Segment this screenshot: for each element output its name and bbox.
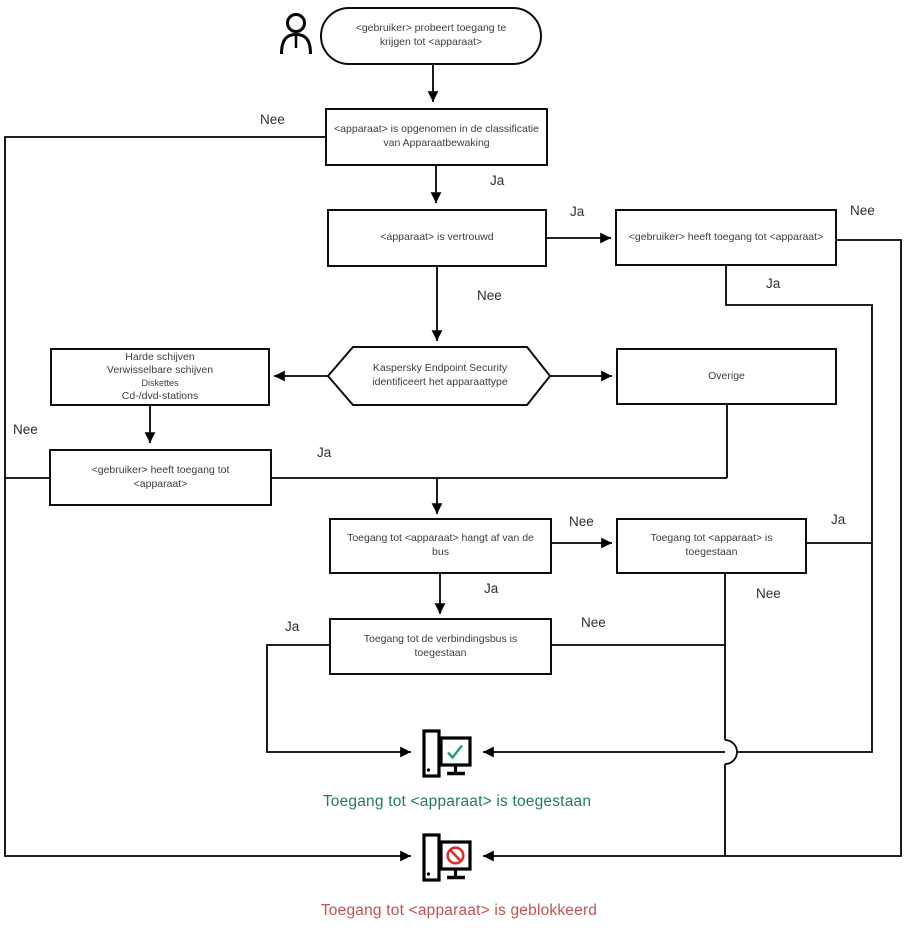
start-node-text: <gebruiker> probeert toegang te krijgen …: [355, 22, 507, 48]
node-device-types: Harde schijven Verwisselbare schijven Di…: [50, 348, 270, 406]
label-ja-user-access-top: Ja: [766, 276, 781, 291]
node-classification: <apparaat> is opgenomen in de classifica…: [325, 108, 548, 166]
node-trusted-text: <apparaat> is vertrouwd: [380, 231, 494, 244]
device-type-item: Diskettes: [141, 377, 179, 388]
prohibition-icon: [446, 846, 465, 865]
check-icon: [447, 744, 464, 760]
label-nee-user-access-left: Nee: [13, 422, 38, 437]
line-jump-arc: [724, 739, 738, 765]
node-identify: Kaspersky Endpoint Security identificeer…: [340, 349, 540, 403]
node-trusted: <apparaat> is vertrouwd: [327, 209, 547, 267]
label-ja-bus-allowed: Ja: [285, 619, 300, 634]
label-nee-bus-allowed: Nee: [581, 615, 606, 630]
node-bus-allowed: Toegang tot de verbindingsbus is toegest…: [329, 618, 552, 675]
device-type-item: Cd-/dvd-stations: [121, 389, 199, 402]
identify-hexagon-shape: [326, 346, 552, 406]
outcome-blocked-text: Toegang tot <apparaat> is geblokkeerd: [320, 902, 598, 919]
label-nee-classification: Nee: [260, 112, 285, 127]
connector-useraccess-nee-to-blocked: [483, 239, 902, 862]
node-user-access-top-text: <gebruiker> heeft toegang tot <apparaat>: [628, 230, 824, 243]
label-ja-trusted: Ja: [570, 204, 585, 219]
device-type-item: Verwisselbare schijven: [106, 364, 214, 377]
label-nee-user-access-top: Nee: [850, 203, 875, 218]
computer-allowed-icon: [422, 729, 472, 778]
node-classification-text: <apparaat> is opgenomen in de classifica…: [334, 123, 539, 149]
node-bus-dependent: Toegang tot <apparaat> hangt af van de b…: [329, 518, 552, 574]
label-ja-access-allowed: Ja: [831, 512, 846, 527]
computer-blocked-icon: [422, 833, 472, 882]
connector-classification-nee-to-blocked: [4, 136, 411, 862]
node-bus-dependent-text: Toegang tot <apparaat> hangt af van de b…: [347, 532, 534, 558]
device-type-item: Harde schijven: [125, 350, 195, 363]
node-access-allowed-text: Toegang tot <apparaat> is toegestaan: [650, 532, 773, 558]
label-ja-user-access-left: Ja: [317, 445, 332, 460]
node-user-access-left: <gebruiker> heeft toegang tot <apparaat>: [49, 449, 272, 506]
outcome-allowed-text: Toegang tot <apparaat> is toegestaan: [322, 793, 592, 810]
node-bus-allowed-text: Toegang tot de verbindingsbus is toegest…: [363, 632, 518, 659]
node-access-allowed: Toegang tot <apparaat> is toegestaan: [616, 518, 807, 574]
node-user-access-left-text: <gebruiker> heeft toegang tot <apparaat>: [91, 463, 230, 490]
label-ja-classification: Ja: [490, 173, 505, 188]
connector-useraccess-ja-to-allowed: [483, 266, 873, 758]
node-other: Overige: [616, 348, 837, 405]
node-other-text: Overige: [708, 369, 745, 382]
start-node: <gebruiker> probeert toegang te krijgen …: [320, 7, 542, 65]
flow-connectors: [4, 65, 902, 862]
node-identify-text: Kaspersky Endpoint Security identificeer…: [372, 362, 508, 388]
label-nee-access-allowed: Nee: [756, 586, 781, 601]
user-icon: [280, 13, 312, 55]
label-nee-bus-dependent: Nee: [569, 514, 594, 529]
node-user-access-top: <gebruiker> heeft toegang tot <apparaat>: [615, 209, 837, 266]
label-nee-trusted: Nee: [477, 288, 502, 303]
label-ja-bus-dependent: Ja: [484, 581, 499, 596]
connector-busallowed-ja-to-allowed: [266, 644, 411, 758]
